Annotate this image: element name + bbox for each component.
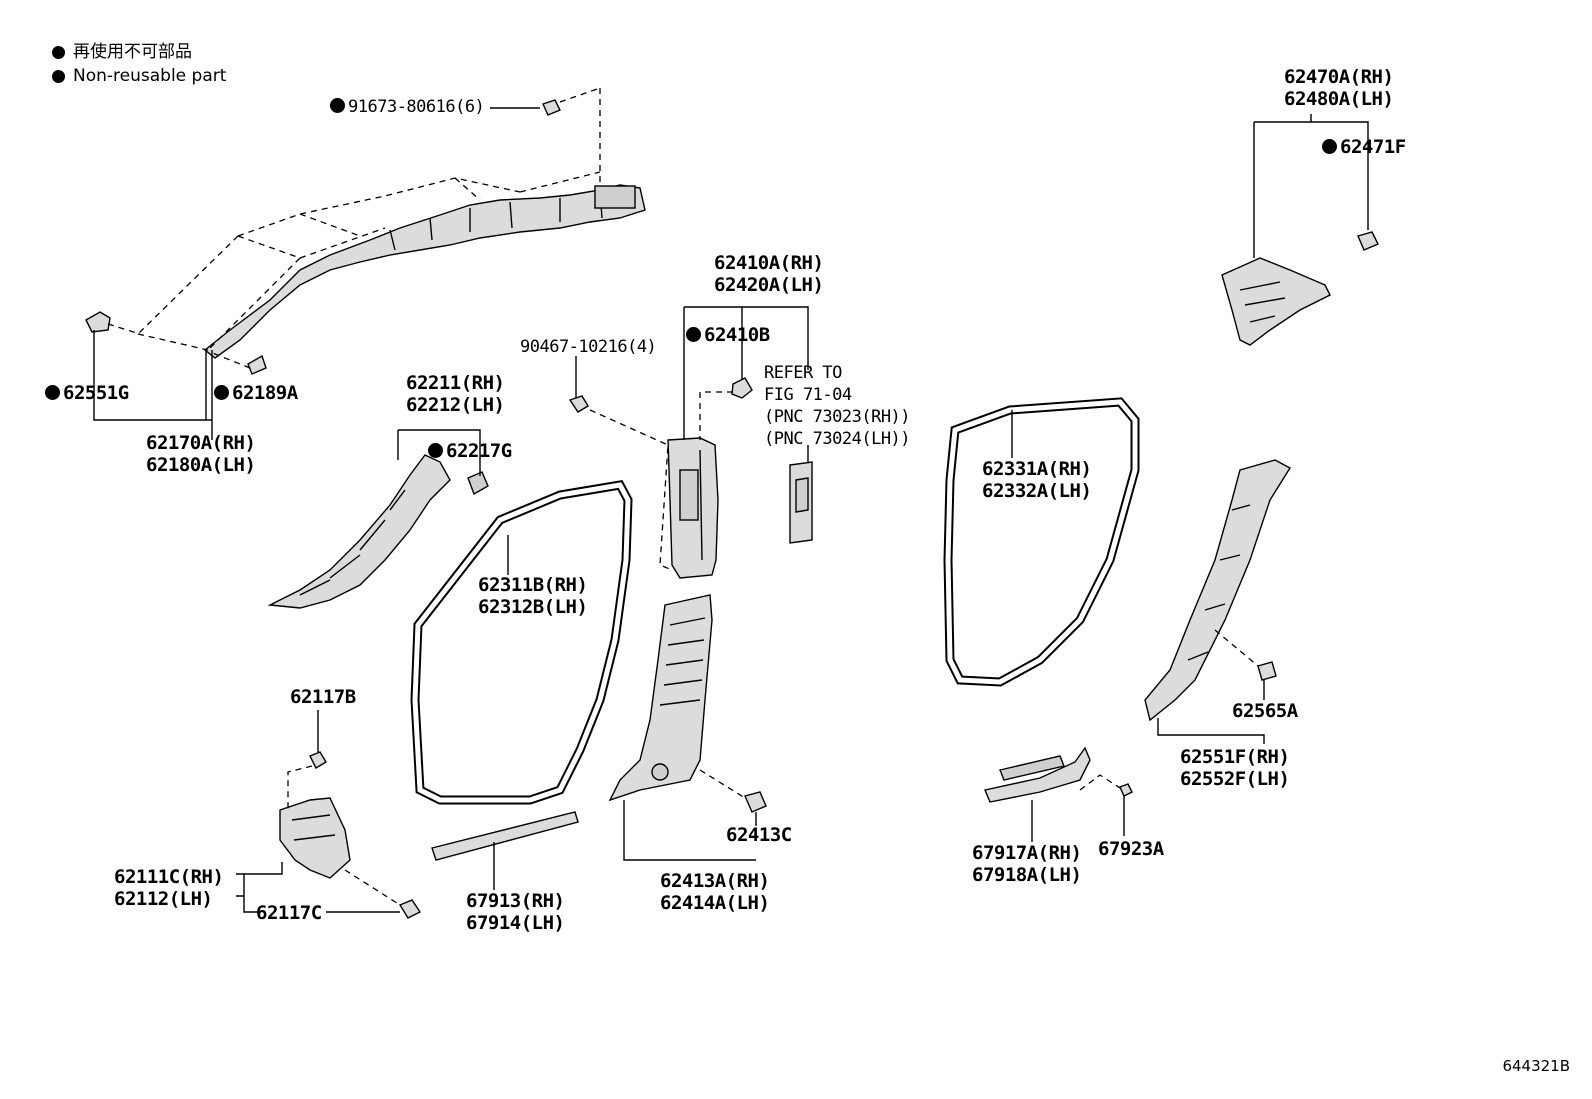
label-67923A: 67923A: [1098, 838, 1164, 860]
non-reusable-dot-icon: [45, 385, 60, 400]
seatbelt-adjuster-part: [789, 461, 813, 544]
bullet-icon: [52, 45, 65, 59]
legend-japanese: 再使用不可部品: [73, 42, 192, 62]
label-67914: 67914(LH): [466, 912, 565, 934]
clip-62117C: [398, 899, 422, 919]
label-62117C: 62117C: [256, 902, 322, 924]
front-scuff-plate-part: [431, 811, 579, 861]
legend-english-row: Non-reusable part: [52, 64, 226, 88]
label-62117B: 62117B: [290, 686, 356, 708]
label-67917A: 67917A(RH): [972, 842, 1082, 864]
label-62112: 62112(LH): [114, 888, 213, 910]
refer-line-3: (PNC 73023(RH)): [764, 407, 911, 427]
clip-62565A: [1257, 661, 1277, 681]
refer-line-2: FIG 71-04: [764, 385, 852, 405]
legend-japanese-row: 再使用不可部品: [52, 40, 226, 64]
label-62180A: 62180A(LH): [146, 454, 256, 476]
label-62470A: 62470A(RH): [1284, 66, 1394, 88]
roof-garnish-outline-dash: [137, 88, 601, 351]
refer-line-1: REFER TO: [764, 363, 842, 383]
rear-door-weatherstrip-part: [943, 397, 1140, 687]
screw-91673: [542, 99, 561, 116]
clip-62413C: [744, 791, 767, 813]
label-62551F: 62551F(RH): [1180, 746, 1290, 768]
label-62332A: 62332A(LH): [982, 480, 1092, 502]
quarter-pillar-garnish-part: [1221, 257, 1331, 346]
label-62565A: 62565A: [1232, 700, 1298, 722]
non-reusable-dot-icon: [428, 443, 443, 458]
center-pillar-upper-garnish-part: [667, 437, 719, 579]
label-62170A: 62170A(RH): [146, 432, 256, 454]
label-62552F: 62552F(LH): [1180, 768, 1290, 790]
label-90467: 90467-10216(4): [520, 337, 657, 357]
legend-english: Non-reusable part: [73, 66, 227, 86]
label-62111C: 62111C(RH): [114, 866, 224, 888]
clip-62551G: [85, 311, 111, 333]
clip-62471F: [1357, 231, 1379, 251]
label-62480A: 62480A(LH): [1284, 88, 1394, 110]
label-62413C: 62413C: [726, 824, 792, 846]
bullet-icon: [52, 69, 65, 83]
refer-line-4: (PNC 73024(LH)): [764, 429, 911, 449]
label-62312B: 62312B(LH): [478, 596, 588, 618]
rear-pillar-lower-trim-part: [1144, 459, 1291, 722]
label-62410B: 62410B: [686, 324, 770, 346]
non-reusable-dot-icon: [214, 385, 229, 400]
label-67918A: 67918A(LH): [972, 864, 1082, 886]
clip-62410B: [731, 377, 753, 399]
non-reusable-dot-icon: [686, 327, 701, 342]
clip-67923A: [1119, 783, 1133, 797]
label-62420A: 62420A(LH): [714, 274, 824, 296]
label-62414A: 62414A(LH): [660, 892, 770, 914]
label-62331A: 62331A(RH): [982, 458, 1092, 480]
label-62551G: 62551G: [45, 382, 129, 404]
bolt-90467: [568, 395, 589, 413]
clip-62189A: [247, 354, 267, 375]
label-62217G: 62217G: [428, 440, 512, 462]
front-door-weatherstrip-part: [410, 480, 633, 805]
center-pillar-lower-garnish-part: [608, 594, 713, 802]
non-reusable-dot-icon: [1322, 139, 1337, 154]
label-67913: 67913(RH): [466, 890, 565, 912]
figure-number: 644321B: [1502, 1057, 1570, 1075]
label-62189A: 62189A: [214, 382, 298, 404]
label-62413A: 62413A(RH): [660, 870, 770, 892]
label-91673: 91673-80616(6): [330, 96, 485, 118]
legend: 再使用不可部品 Non-reusable part: [52, 40, 226, 88]
non-reusable-dot-icon: [330, 98, 345, 113]
label-62212: 62212(LH): [406, 394, 505, 416]
rear-scuff-plate-part: [984, 746, 1091, 803]
cowl-side-trim-part: [279, 797, 351, 879]
front-pillar-garnish-part: [267, 454, 489, 609]
label-62410A: 62410A(RH): [714, 252, 824, 274]
label-62211: 62211(RH): [406, 372, 505, 394]
roof-side-garnish-part: [203, 184, 646, 359]
label-62471F: 62471F: [1322, 136, 1406, 158]
clip-62117B: [309, 751, 327, 769]
label-62311B: 62311B(RH): [478, 574, 588, 596]
